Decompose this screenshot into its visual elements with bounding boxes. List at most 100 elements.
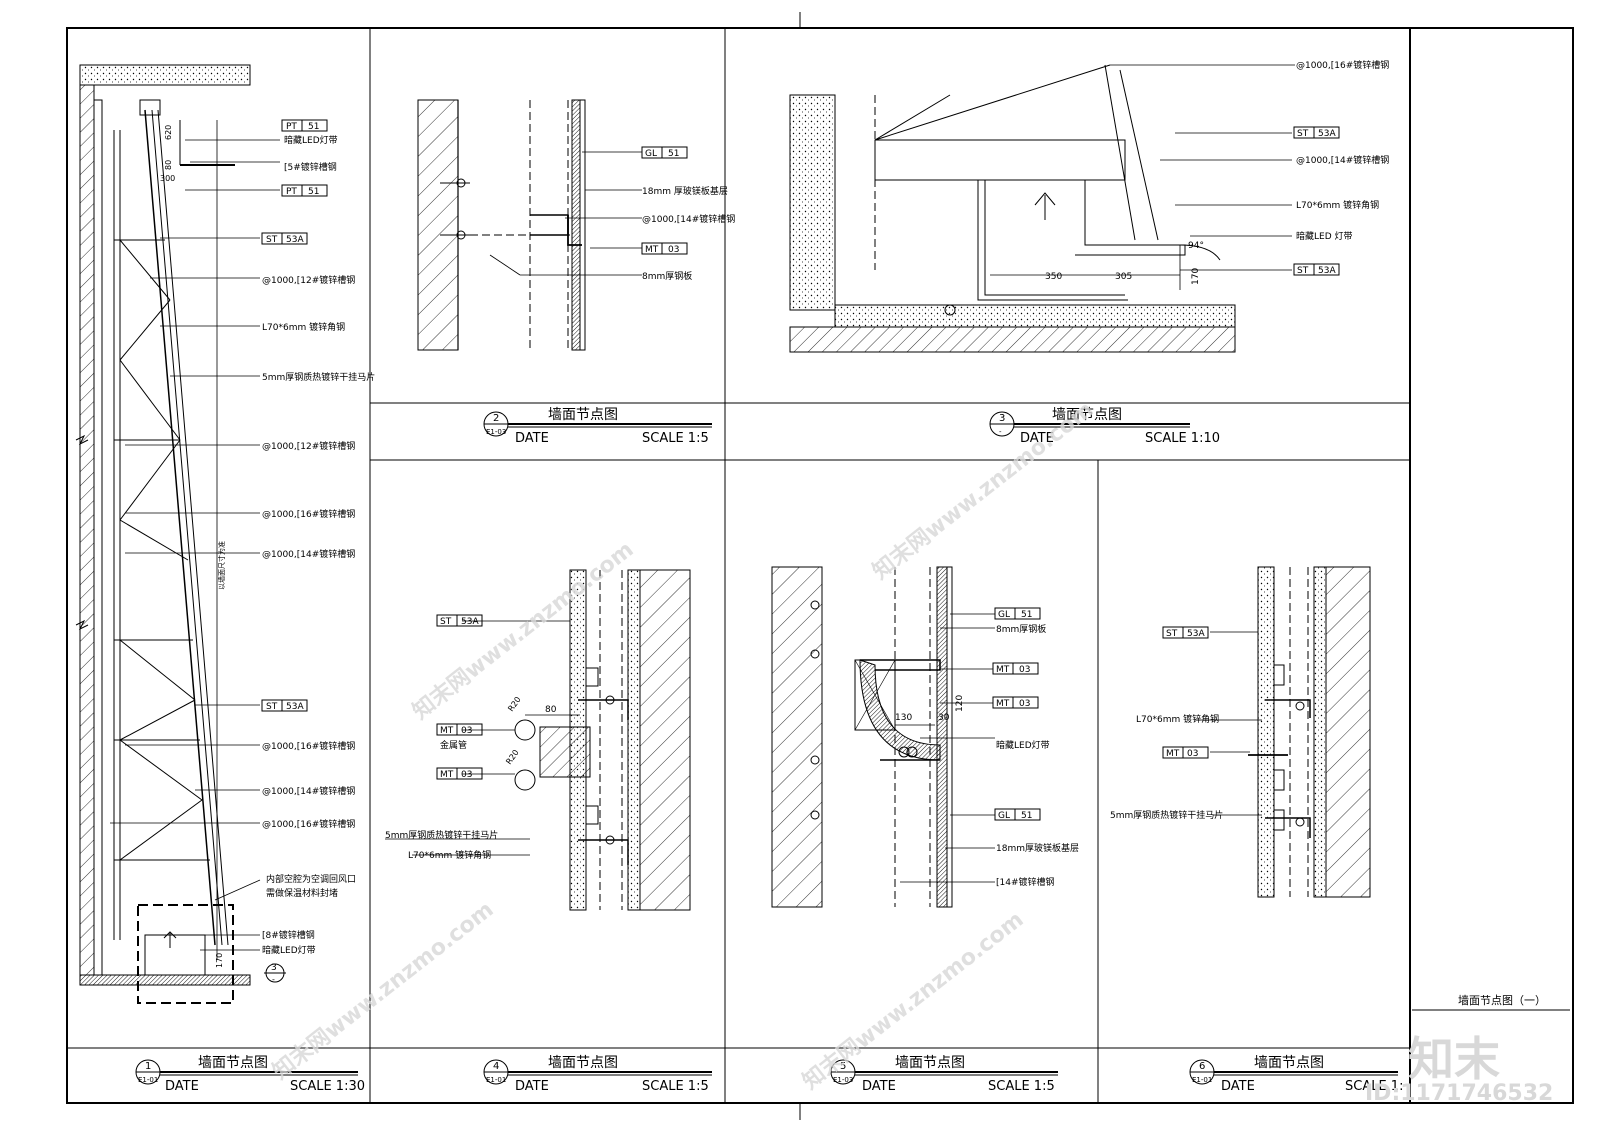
d3-dim-305: 305 [1115,272,1132,282]
watermark-site-1: 知末网www.znzmo.com [408,536,639,724]
title-block-6: 6 E1-01 墙面节点图 DATE SCALE 1: [1189,1055,1403,1094]
d3-st2: ST [1297,266,1309,276]
watermark-site-2: 知末网www.znzmo.com [868,396,1099,584]
d2-mt: MT [645,245,659,255]
d3-title-scale: SCALE 1:10 [1145,431,1220,446]
d3-ch16: @1000,[16#镀锌槽钢 [1296,59,1389,71]
d5-title-num: 5 [840,1061,846,1072]
d1-title-num: 1 [145,1061,151,1072]
d1-vert-note: 以墙面尺寸为准 [217,541,226,590]
d5-title-date: DATE [862,1079,896,1094]
d2-plate: 8mm厚钢板 [642,270,692,282]
d6-title-scale: SCALE 1: [1345,1079,1403,1094]
detail-5-drawing [771,566,1041,908]
d4-mt1-no: 03 [461,726,472,736]
d5-dim-130: 130 [895,713,912,723]
d1-ch16c-label: @1000,[16#镀锌槽钢 [262,818,355,830]
d1-plate-label: 5mm厚钢质热镀锌干挂马片 [262,371,375,383]
d1-tag-pt2: PT [286,187,297,197]
watermark-brand: 知末 [1408,1032,1500,1086]
d6-mt-no: 03 [1187,749,1198,759]
d5-plate: 8mm厚钢板 [996,623,1046,635]
d1-ch14a-label: @1000,[14#镀锌槽钢 [262,548,355,560]
d1-dim-620: 620 [164,125,173,140]
d5-gl2-no: 51 [1021,811,1032,821]
d5-gl1-no: 51 [1021,610,1032,620]
d4-dim-80: 80 [545,705,557,715]
d5-title-ref: E1-03 [833,1076,853,1084]
title-block-5: 5 E1-03 墙面节点图 DATE SCALE 1:5 [830,1055,1058,1094]
d3-dim-350: 350 [1045,272,1062,282]
detail-2-labels: GL 51 18mm 厚玻镁板基层 @1000,[14#镀锌槽钢 MT 03 8… [642,149,735,282]
d4-plate: 5mm厚钢质热镀锌干挂马片 [385,829,498,841]
d4-pipe: 金属管 [440,739,467,751]
d2-title-num: 2 [493,413,499,424]
detail-2-drawing [417,99,688,351]
d4-title-num: 4 [493,1061,499,1072]
d6-title-ref: E1-01 [1192,1076,1212,1084]
d1-led2-label: 暗藏LED灯带 [262,944,316,956]
d1-title-text: 墙面节点图 [198,1055,268,1071]
detail-4-labels: ST 53A R20 R20 80 MT 03 金属管 MT 03 5mm厚钢质… [385,617,557,861]
d1-tag-st1-no: 53A [286,235,304,245]
d1-led-label: 暗藏LED灯带 [284,134,338,146]
d3-st2-no: 53A [1318,266,1336,276]
d1-tag-st2-no: 53A [286,702,304,712]
d6-title-num: 6 [1199,1061,1205,1072]
d2-gl: GL [645,149,657,159]
d1-ch12a-label: @1000,[12#镀锌槽钢 [262,274,355,286]
d6-plate: 5mm厚钢质热镀锌干挂马片 [1110,809,1223,821]
d3-ch14: @1000,[14#镀锌槽钢 [1296,154,1389,166]
sheet-title-block: 墙面节点图（一） [1412,993,1570,1011]
d3-title-num: 3 [999,413,1005,424]
d2-title-scale: SCALE 1:5 [642,431,709,446]
d4-title-text: 墙面节点图 [548,1055,618,1071]
d1-ch16a-label: @1000,[16#镀锌槽钢 [262,508,355,520]
d4-title-scale: SCALE 1:5 [642,1079,709,1094]
d6-st: ST [1166,629,1178,639]
title-block-3: 3 - 墙面节点图 DATE SCALE 1:10 [989,407,1220,446]
d6-st-no: 53A [1187,629,1205,639]
d2-ch14: @1000,[14#镀锌槽钢 [642,213,735,225]
sheet-title: 墙面节点图（一） [1458,993,1546,1007]
d4-title-date: DATE [515,1079,549,1094]
detail-4-drawing [385,569,691,911]
watermark-site-3: 知末网www.znzmo.com [268,896,499,1084]
detail-6-drawing [1162,566,1371,898]
detail-3-labels: @1000,[16#镀锌槽钢 ST 53A @1000,[14#镀锌槽钢 L70… [1045,59,1389,285]
d1-angle-label: L70*6mm 镀锌角钢 [262,321,345,333]
detail-3-drawing [789,64,1340,353]
d6-mt: MT [1166,749,1180,759]
d4-mt1: MT [440,726,454,736]
d4-title-ref: E1-01 [486,1076,506,1084]
d4-r20a: R20 [506,695,522,713]
d5-ch14: [14#镀锌槽钢 [996,876,1055,888]
detail-1-drawing [75,64,328,1004]
d1-tag-pt1-no: 51 [308,122,319,132]
sheet-frame [66,12,1574,1120]
d6-title-text: 墙面节点图 [1254,1055,1324,1071]
title-block-2: 2 E1-03 墙面节点图 DATE SCALE 1:5 [483,407,712,446]
d5-dim-30: 30 [938,713,950,723]
d1-tag-pt1: PT [286,122,297,132]
d1-dim-300: 300 [160,174,175,183]
d2-mt-no: 03 [668,245,679,255]
d4-mt2-no: 03 [461,770,472,780]
detail-1-labels: PT 51 暗藏LED灯带 [5#镀锌槽钢 PT 51 ST 53A @1000… [160,122,375,984]
d3-angle: L70*6mm 镀锌角钢 [1296,199,1379,211]
d5-led: 暗藏LED灯带 [996,739,1050,751]
d4-st: ST [440,617,452,627]
d5-dim-120: 120 [955,695,965,712]
d1-note2: 需做保温材料封堵 [266,887,338,899]
title-block-1: 1 E1-01 墙面节点图 DATE SCALE 1:30 [135,1055,365,1094]
d2-title-text: 墙面节点图 [548,407,618,423]
title-block-4: 4 E1-01 墙面节点图 DATE SCALE 1:5 [483,1055,712,1094]
d3-title-text: 墙面节点图 [1052,407,1122,423]
d5-title-scale: SCALE 1:5 [988,1079,1055,1094]
d1-ch16b-label: @1000,[16#镀锌槽钢 [262,740,355,752]
d3-dim-170: 170 [1191,268,1201,285]
d1-ch5-label: [5#镀锌槽钢 [284,161,337,173]
d1-dim-80: 80 [164,160,173,170]
d1-tag-pt2-no: 51 [308,187,319,197]
